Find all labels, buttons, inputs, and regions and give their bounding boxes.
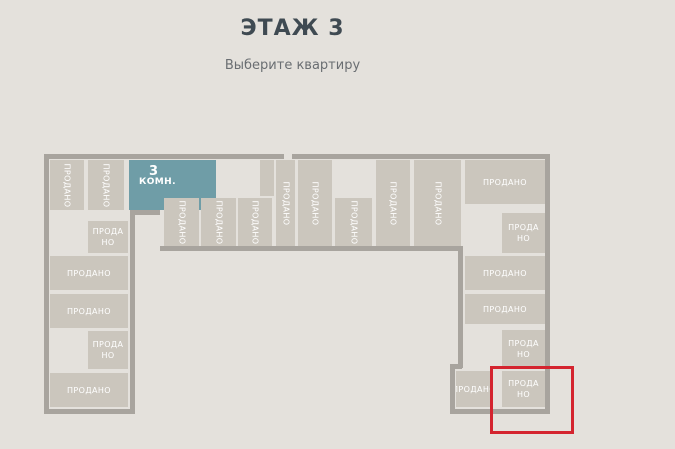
apartment-sold[interactable]: ПРОДАНО xyxy=(414,160,461,246)
wall-inner-top xyxy=(130,210,160,215)
apartment-rooms-count: 3 xyxy=(149,164,159,179)
wall-lower-step xyxy=(450,364,462,369)
apartment-label: ПРОДАНО xyxy=(432,181,442,225)
apartment-label: ПРОДА НО xyxy=(508,338,539,359)
apartment-label: ПРОДАНО xyxy=(388,181,398,225)
apartment-sold[interactable]: ПРОДАНО xyxy=(276,160,295,246)
wall-bottom-right xyxy=(450,409,550,414)
apartment-label: ПРОДАНО xyxy=(483,304,527,314)
apartment-sold[interactable]: ПРОДА НО xyxy=(88,331,128,369)
apartment-sold[interactable]: ПРОДАНО xyxy=(164,198,199,246)
page-subtitle: Выберите квартиру xyxy=(224,58,361,73)
apartment-label: ПРОДАНО xyxy=(101,163,111,207)
apartment-label: ПРОДАНО xyxy=(177,200,187,244)
apartment-label: ПРОДАНО xyxy=(310,181,320,225)
apartment-label: ПРОДА НО xyxy=(508,379,539,399)
apartment-sold[interactable]: ПРОДАНО xyxy=(238,198,272,246)
apartment-sold[interactable]: ПРОДАНО xyxy=(50,294,128,328)
apartment-sold[interactable]: ПРОДАНО xyxy=(298,160,332,246)
apartment-sold[interactable]: ПРОДАНО xyxy=(50,373,128,407)
apartment-label: ПРОДА НО xyxy=(508,223,539,243)
apartment-label: ПРОДАНО xyxy=(483,268,527,278)
apartment-sold[interactable]: ПРОДАНО xyxy=(201,198,236,246)
apartment-sold[interactable]: ПРОДА НО xyxy=(502,330,545,367)
apartment-sold[interactable]: ПРОДАНО xyxy=(50,256,128,290)
wall-top-right xyxy=(292,154,550,159)
page-title: ЭТАЖ 3 xyxy=(240,16,345,41)
apartment-label: ПРОДАНО xyxy=(456,384,492,394)
wall-right xyxy=(545,154,550,414)
wall-inner-right xyxy=(458,246,463,368)
apartment-sold-fragment[interactable] xyxy=(260,160,274,196)
apartment-rooms-unit: КОМН. xyxy=(139,177,176,187)
apartment-label: ПРОДАНО xyxy=(62,163,72,207)
wall-left xyxy=(44,154,49,414)
apartment-label: ПРОДАНО xyxy=(281,181,291,225)
apartment-sold[interactable]: ПРОДА НО xyxy=(502,213,545,253)
apartment-sold[interactable]: ПРОДА НО xyxy=(502,371,545,407)
apartment-sold[interactable]: ПРОДАНО xyxy=(456,371,492,407)
apartment-label: ПРОДА НО xyxy=(92,227,124,247)
apartment-label: ПРОДА НО xyxy=(92,340,124,360)
apartment-sold[interactable]: ПРОДАНО xyxy=(465,294,545,324)
apartment-label: ПРОДАНО xyxy=(67,385,111,395)
apartment-label: ПРОДАНО xyxy=(67,306,111,316)
wall-top-left xyxy=(44,154,284,159)
apartment-sold[interactable]: ПРОДАНО xyxy=(50,160,84,210)
apartment-sold[interactable]: ПРОДАНО xyxy=(335,198,372,246)
apartment-rooms-label: 3 КОМН. xyxy=(139,164,176,188)
apartment-label: ПРОДАНО xyxy=(250,200,260,244)
wall-lower-inner xyxy=(450,364,455,414)
apartment-sold[interactable]: ПРОДА НО xyxy=(88,221,128,253)
apartment-sold[interactable]: ПРОДАНО xyxy=(88,160,124,210)
wall-inner-left xyxy=(130,210,135,414)
apartment-label: ПРОДАНО xyxy=(214,200,224,244)
apartment-label: ПРОДАНО xyxy=(483,177,527,187)
apartment-sold[interactable]: ПРОДАНО xyxy=(376,160,410,246)
wall-corridor xyxy=(160,246,462,251)
apartment-sold[interactable]: ПРОДАНО xyxy=(465,256,545,290)
wall-bottom-left xyxy=(44,409,134,414)
apartment-label: ПРОДАНО xyxy=(67,268,111,278)
apartment-label: ПРОДАНО xyxy=(349,200,359,244)
apartment-sold[interactable]: ПРОДАНО xyxy=(465,160,545,204)
